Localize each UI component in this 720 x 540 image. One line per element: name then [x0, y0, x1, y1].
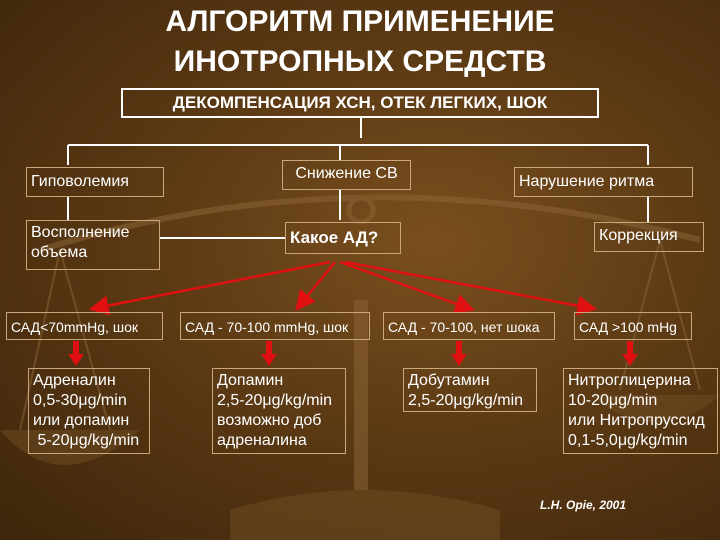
hypovolemia-box: Гиповолемия [26, 167, 164, 197]
treatment-line: 0,5-30μg/min [33, 392, 127, 409]
bp-level-1: САД<70mmHg, шок [6, 312, 163, 340]
treatment-dopamine: Допамин 2,5-20μg/kg/min возможно доб адр… [212, 368, 346, 454]
treatment-line: 2,5-20μg/kg/min [217, 392, 333, 409]
bp-level-3: САД - 70-100, нет шока [383, 312, 555, 340]
treatment-line: Допамин [217, 372, 284, 389]
top-condition-box: ДЕКОМПЕНСАЦИЯ ХСН, ОТЕК ЛЕГКИХ, ШОК [121, 88, 599, 118]
co-decrease-box: Снижение СВ [282, 160, 411, 190]
treatment-line: или Нитропруссид [568, 412, 705, 429]
rhythm-disorder-box: Нарушение ритма [514, 167, 693, 197]
treatment-line: адреналина [217, 432, 307, 449]
reference-citation: L.H. Opie, 2001 [540, 498, 627, 512]
treatment-dobutamine: Добутамин 2,5-20μg/kg/min [403, 368, 537, 412]
bp-level-2: САД - 70-100 mmHg, шок [180, 312, 370, 340]
treatment-line: 2,5-20μg/kg/min [408, 392, 524, 409]
treatment-nitroglycerin: Нитроглицерина 10-20μg/min или Нитропрус… [563, 368, 718, 454]
title-line-2: ИНОТРОПНЫХ СРЕДСТВ [173, 45, 547, 78]
treatment-line: 0,1-5,0μg/kg/min [568, 432, 688, 449]
correction-box: Коррекция [594, 222, 704, 252]
treatment-line: Нитроглицерина [568, 372, 691, 389]
balance-scale-icon [0, 194, 720, 540]
down-arrows [68, 341, 638, 366]
treatment-line: 10-20μg/min [568, 392, 658, 409]
treatment-line: 5-20μg/kg/min [33, 432, 140, 449]
treatment-line: Адреналин [33, 372, 116, 389]
treatment-line: возможно доб [217, 412, 322, 429]
volume-line-1: Восполнение [31, 224, 130, 241]
title-line-1: АЛГОРИТМ ПРИМЕНЕНИЕ [165, 5, 555, 38]
volume-replacement-box: Восполнение объема [26, 220, 160, 270]
bp-level-4: САД >100 mHg [574, 312, 692, 340]
treatment-adrenaline: Адреналин 0,5-30μg/min или допамин 5-20μ… [28, 368, 150, 454]
bp-question-box: Какое АД? [285, 222, 401, 254]
tree-connectors [67, 118, 649, 239]
red-arrows [88, 260, 598, 316]
page-title: АЛГОРИТМ ПРИМЕНЕНИЕ ИНОТРОПНЫХ СРЕДСТВ [0, 2, 720, 82]
treatment-line: или допамин [33, 412, 130, 429]
treatment-line: Добутамин [408, 372, 490, 389]
volume-line-2: объема [31, 244, 88, 261]
